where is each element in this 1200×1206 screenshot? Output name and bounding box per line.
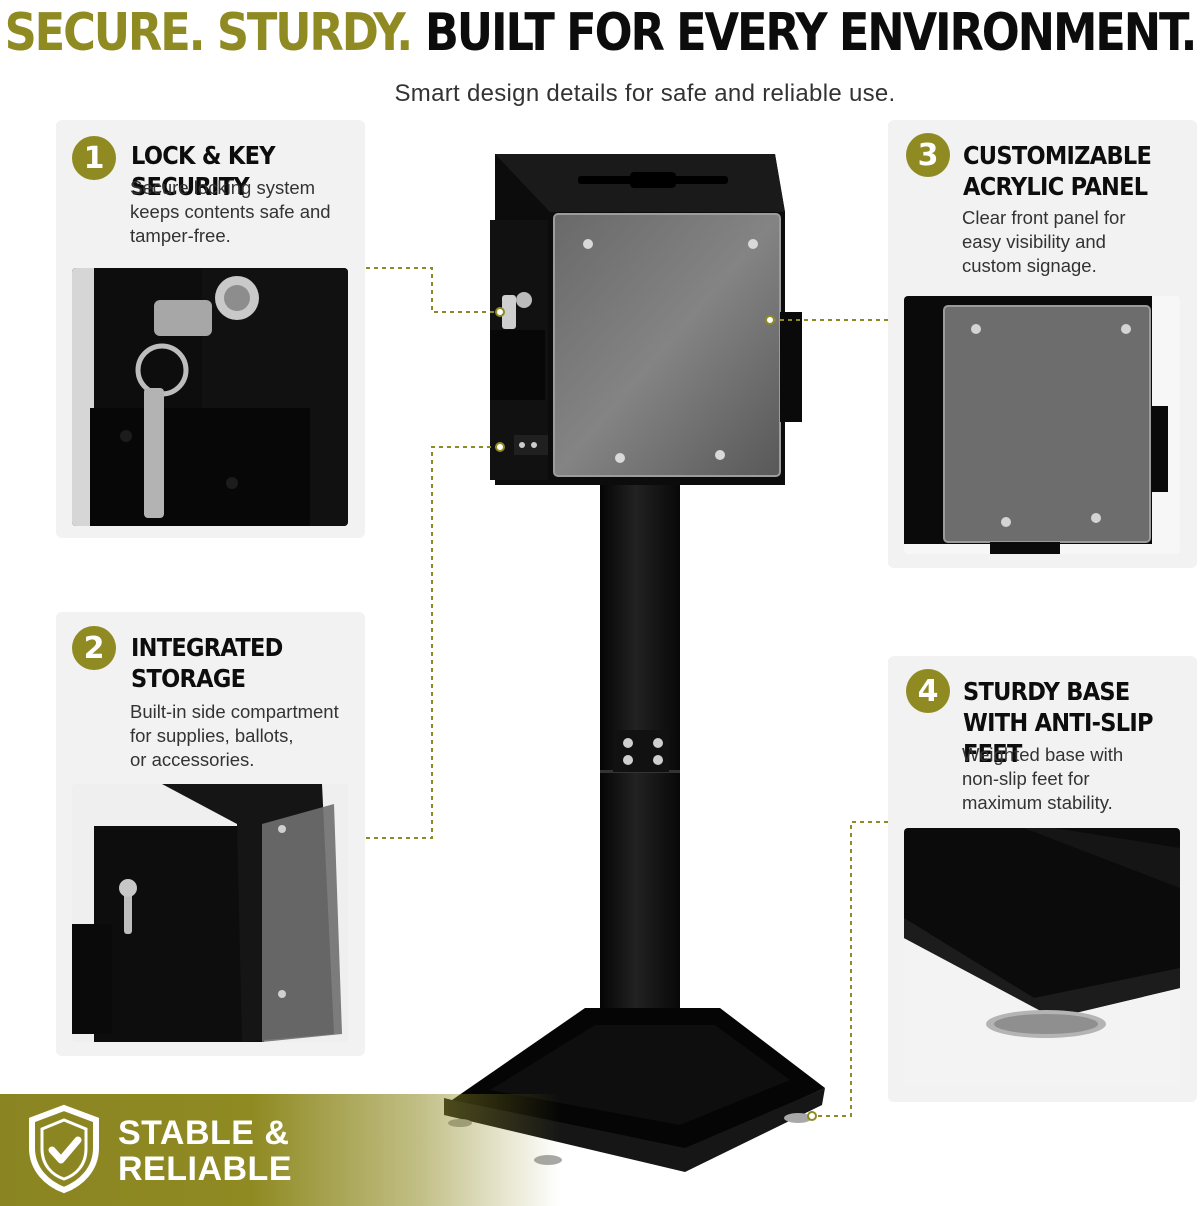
shield-check-icon — [29, 1104, 99, 1194]
feature-title: LOCK & KEY SECURITY — [131, 141, 276, 201]
headline: SECURE. STURDY. BUILT FOR EVERY ENVIRONM… — [5, 0, 1198, 66]
side-compartment-photo — [72, 784, 348, 1042]
feature-description: Clear front panel for easy visibility an… — [962, 207, 1126, 276]
feature-title: STURDY BASE WITH ANTI-SLIP FEET — [963, 677, 1154, 768]
headline-accent: SECURE. STURDY. — [4, 3, 414, 63]
feature-description: Built-in side compartment for supplies, … — [130, 701, 339, 770]
feature-title: CUSTOMIZABLE ACRYLIC PANEL — [963, 141, 1152, 201]
feature-title: INTEGRATED STORAGE — [131, 633, 283, 693]
product-image — [430, 140, 850, 1180]
lock-closeup-photo — [72, 268, 348, 526]
acrylic-panel-photo — [904, 296, 1180, 554]
headline-main: BUILT FOR EVERY ENVIRONMENT. — [424, 3, 1198, 63]
number-badge: 2 — [72, 626, 116, 670]
feature-card-acrylic: 3 CUSTOMIZABLE ACRYLIC PANEL Clear front… — [888, 120, 1197, 568]
ballot-box-stand-illustration — [444, 154, 825, 1172]
feature-card-storage: 2 INTEGRATED STORAGE Built-in side compa… — [56, 612, 365, 1056]
feature-description: Secure locking system keeps contents saf… — [130, 177, 331, 246]
number-badge: 1 — [72, 136, 116, 180]
feature-card-lock: 1 LOCK & KEY SECURITY Secure locking sys… — [56, 120, 365, 538]
number-badge: 3 — [906, 133, 950, 177]
number-badge: 4 — [906, 669, 950, 713]
feature-card-base: 4 STURDY BASE WITH ANTI-SLIP FEET Weight… — [888, 656, 1197, 1102]
base-feet-photo — [904, 828, 1180, 1086]
feature-description: Weighted base with non-slip feet for max… — [962, 744, 1124, 813]
subtitle: Smart design details for safe and reliab… — [394, 80, 896, 107]
stable-reliable-label: STABLE & RELIABLE — [118, 1114, 292, 1188]
